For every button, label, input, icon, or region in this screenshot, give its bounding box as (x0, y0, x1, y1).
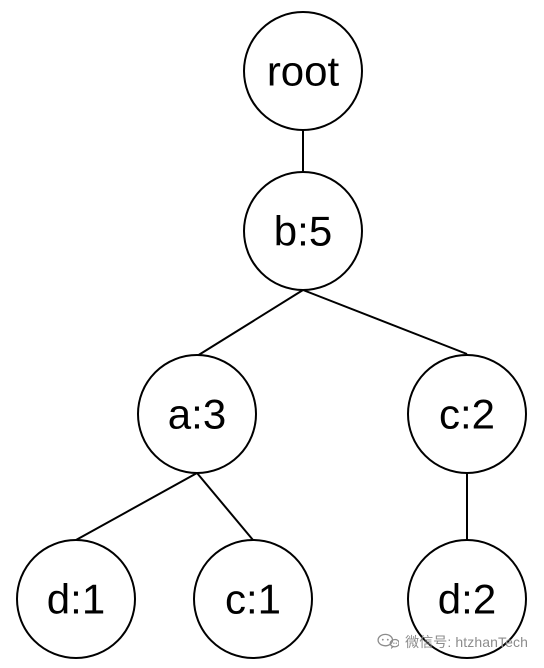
edge-b5-a3 (196, 289, 304, 357)
node-label-c1: c:1 (225, 576, 281, 623)
node-d1: d:1 (16, 539, 136, 659)
node-label-d1: d:1 (47, 576, 105, 623)
node-a3: a:3 (137, 354, 257, 474)
node-c1: c:1 (193, 539, 313, 659)
edge-b5-c2 (302, 289, 468, 355)
node-label-a3: a:3 (168, 391, 226, 438)
edge-a3-d1 (75, 472, 198, 541)
node-label-d2: d:2 (438, 576, 496, 623)
edge-a3-c1 (196, 472, 254, 541)
node-b5: b:5 (243, 171, 363, 291)
node-label-b5: b:5 (274, 208, 332, 255)
node-label-c2: c:2 (439, 391, 495, 438)
node-c2: c:2 (407, 354, 527, 474)
watermark-text: 微信号: htzhanTech (405, 632, 528, 652)
node-label-root: root (267, 48, 340, 95)
watermark-prefix: 微信号: (405, 634, 456, 650)
wechat-watermark: 微信号: htzhanTech (377, 632, 528, 652)
node-root: root (243, 11, 363, 131)
watermark-handle: htzhanTech (455, 634, 528, 650)
node-d2: d:2 (407, 539, 527, 659)
wechat-icon (377, 633, 400, 650)
